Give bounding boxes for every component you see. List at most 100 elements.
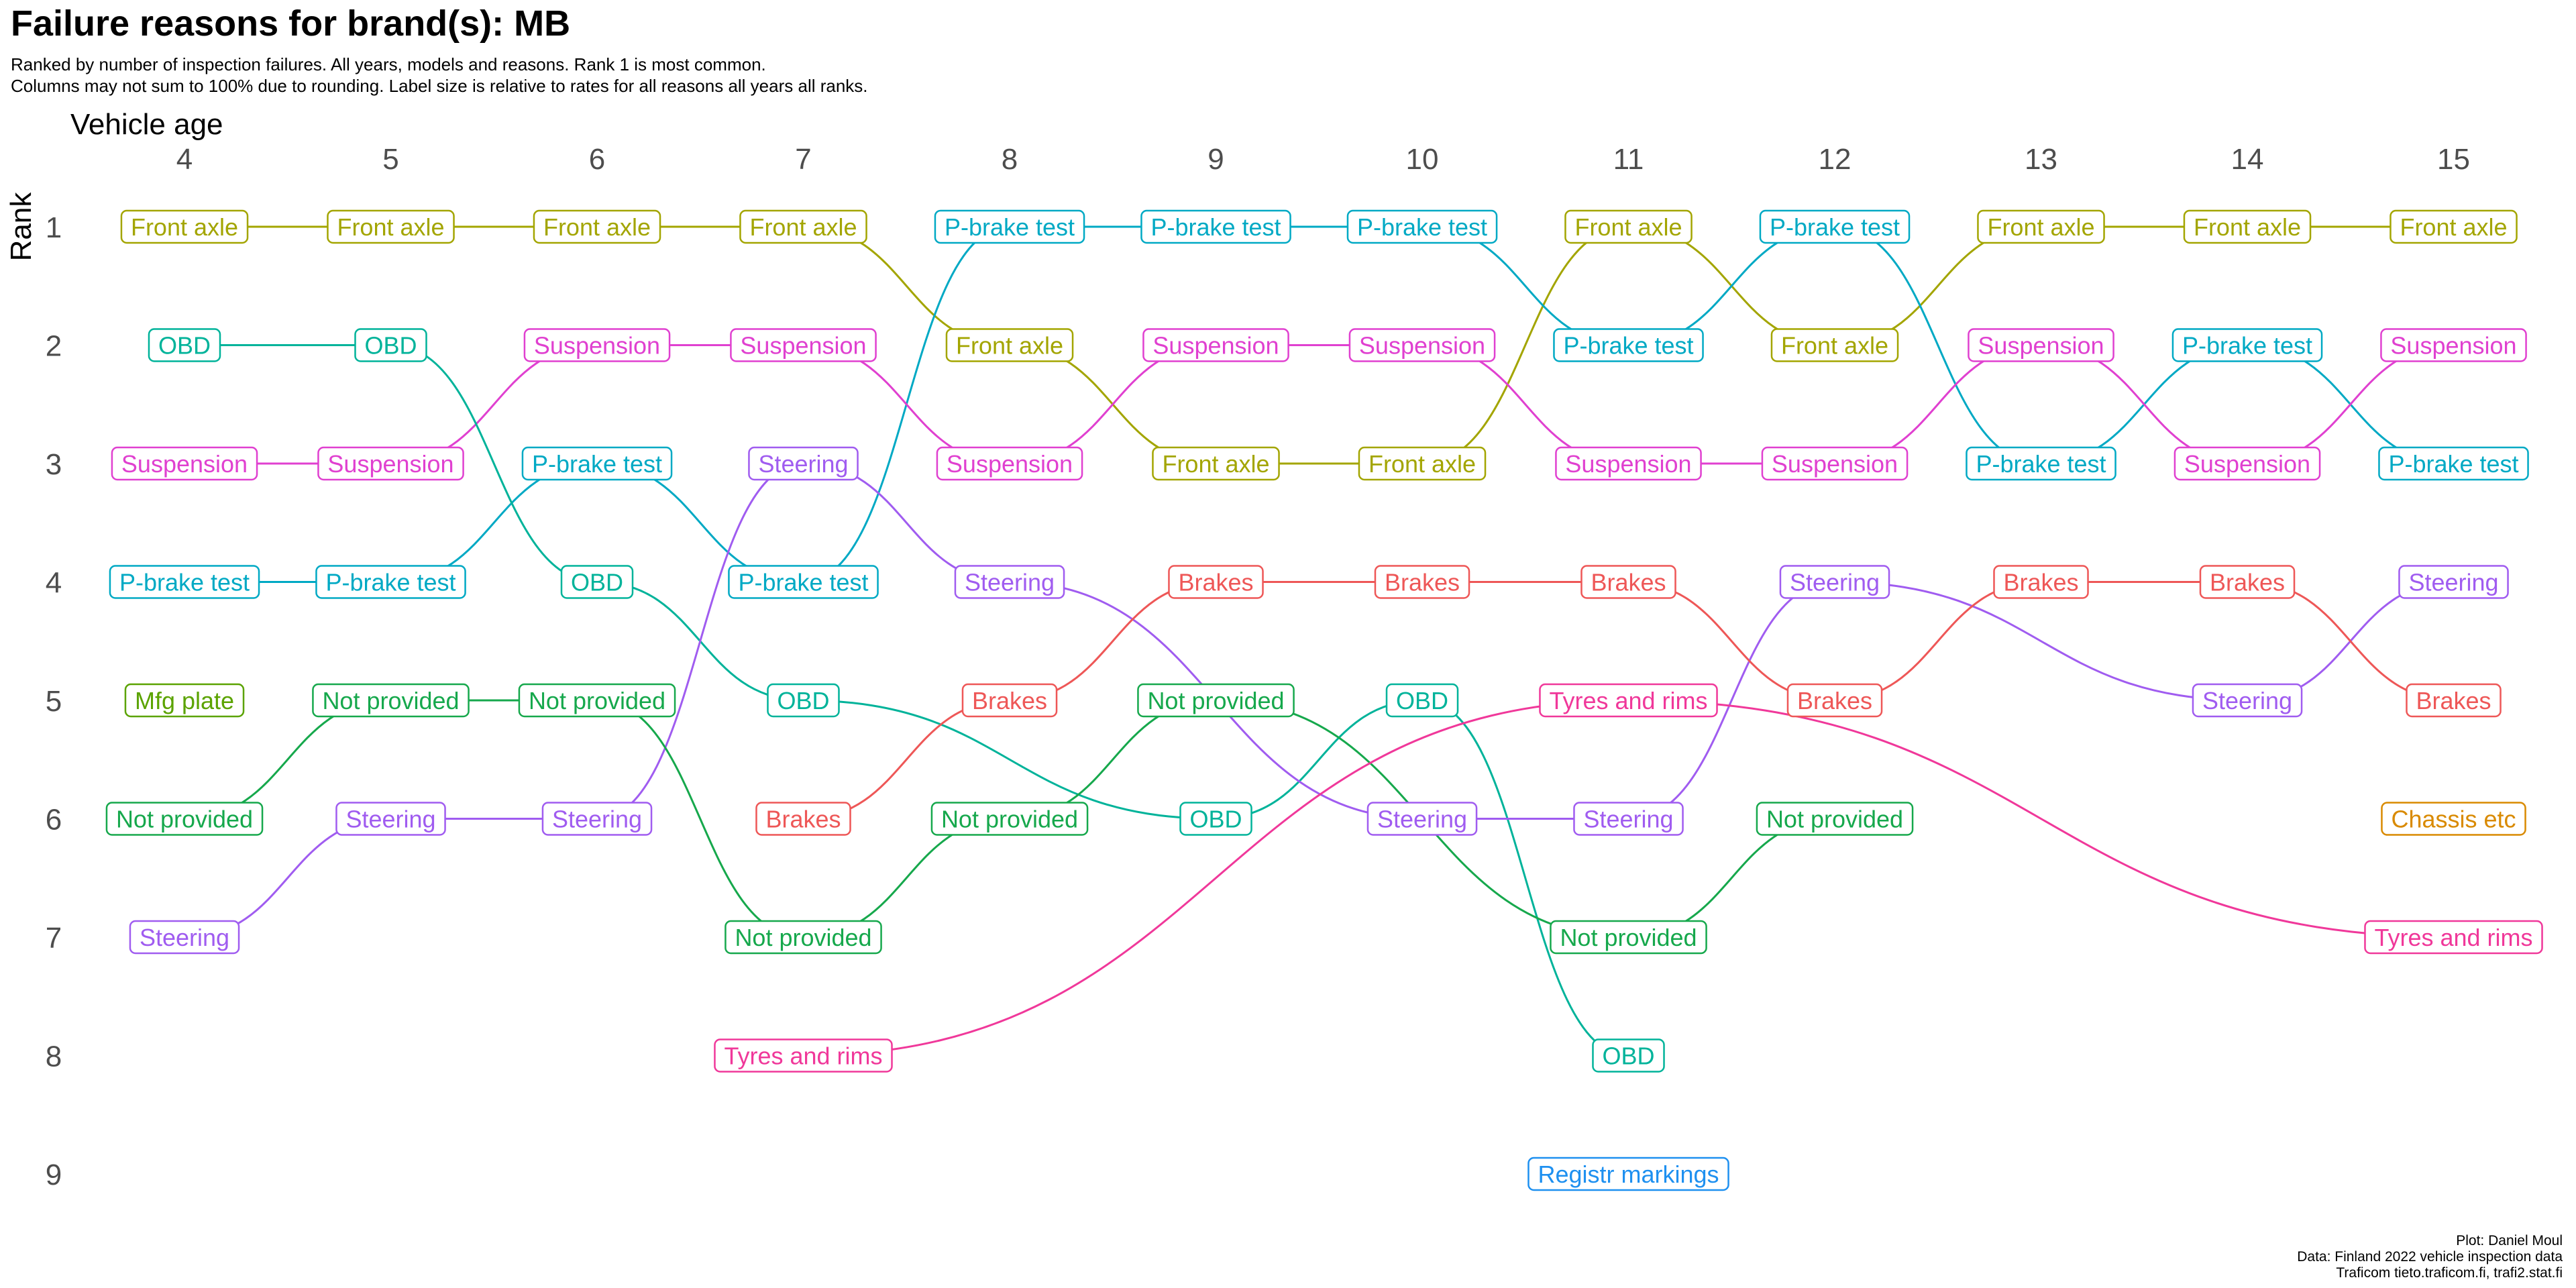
label-box [1527, 1157, 1729, 1191]
point-label: Brakes [1168, 565, 1264, 599]
point-label: Brakes [1993, 565, 2089, 599]
point-label: Steering [954, 565, 1065, 599]
label-box [1374, 565, 1470, 599]
label-box [2199, 565, 2296, 599]
label-box [2380, 328, 2527, 362]
y-tick-label: 2 [46, 330, 62, 363]
label-box [148, 328, 221, 362]
label-box [109, 565, 260, 599]
label-text: Brakes [972, 687, 1047, 714]
label-text: P-brake test [2182, 332, 2312, 360]
point-label: Tyres and rims [714, 1038, 893, 1073]
label-text: Suspension [740, 332, 866, 360]
label-text: Steering [1790, 569, 1880, 596]
point-label: Mfg plate [124, 683, 245, 718]
y-tick-label: 7 [46, 922, 62, 955]
label-text: P-brake test [532, 450, 662, 478]
label-text: OBD [1396, 687, 1448, 714]
label-text: Not provided [116, 806, 253, 833]
point-label: Front axle [1564, 209, 1693, 244]
y-tick-label: 5 [46, 685, 62, 718]
label-box [1168, 565, 1264, 599]
label-text: Suspension [2390, 332, 2516, 360]
label-box [1142, 328, 1289, 362]
label-text: Not provided [941, 806, 1078, 833]
point-label: Not provided [518, 683, 676, 718]
label-text: Suspension [534, 332, 660, 360]
label-box [714, 1038, 893, 1073]
point-label: P-brake test [109, 565, 260, 599]
label-box [317, 446, 464, 481]
point-label: Steering [2398, 565, 2509, 599]
label-text: Registr markings [1538, 1161, 1719, 1188]
point-label: OBD [767, 683, 840, 718]
label-box [2378, 446, 2529, 481]
point-label: Front axle [1977, 209, 2105, 244]
label-box [748, 446, 859, 481]
label-box [739, 209, 867, 244]
x-tick-label: 14 [2231, 143, 2264, 176]
point-label: Suspension [936, 446, 1083, 481]
y-tick-label: 8 [46, 1040, 62, 1073]
label-text: P-brake test [1770, 213, 1900, 241]
label-text: Front axle [2194, 213, 2301, 241]
point-label: P-brake test [1140, 209, 1291, 244]
label-box [930, 802, 1089, 836]
point-label: P-brake test [1553, 328, 1704, 362]
point-label: Brakes [2406, 683, 2502, 718]
point-label: Suspension [1968, 328, 2114, 362]
point-label: P-brake test [934, 209, 1085, 244]
label-text: Suspension [1359, 332, 1485, 360]
label-box [1179, 802, 1252, 836]
label-box [1358, 446, 1487, 481]
label-text: Brakes [1797, 687, 1872, 714]
x-tick-label: 13 [2025, 143, 2057, 176]
label-text: Suspension [947, 450, 1073, 478]
point-label: Suspension [317, 446, 464, 481]
label-text: P-brake test [119, 569, 250, 596]
point-label: Suspension [1142, 328, 1289, 362]
label-text: Suspension [1152, 332, 1279, 360]
point-label: Steering [2192, 683, 2303, 718]
label-text: OBD [571, 569, 623, 596]
label-text: Brakes [1385, 569, 1460, 596]
x-tick-label: 11 [1613, 143, 1644, 176]
y-axis-title: Rank [5, 192, 38, 262]
point-label: Suspension [1761, 446, 1909, 481]
point-label: Steering [129, 920, 240, 955]
label-box [327, 209, 455, 244]
x-tick-label: 5 [382, 143, 398, 176]
point-label: P-brake test [2171, 328, 2323, 362]
x-tick-label: 7 [795, 143, 811, 176]
label-box [1140, 209, 1291, 244]
x-tick-label: 15 [2437, 143, 2470, 176]
label-text: Steering [758, 450, 848, 478]
point-label: Not provided [724, 920, 882, 955]
label-text: Brakes [2003, 569, 2078, 596]
label-text: Suspension [1978, 332, 2104, 360]
label-text: P-brake test [738, 569, 868, 596]
label-box [945, 328, 1074, 362]
label-text: Brakes [765, 806, 841, 833]
point-label: Steering [748, 446, 859, 481]
label-text: Mfg plate [135, 687, 234, 714]
label-text: Brakes [2210, 569, 2285, 596]
point-label: Front axle [120, 209, 249, 244]
chart-caption: Plot: Daniel Moul Data: Finland 2022 veh… [2297, 1233, 2563, 1281]
label-text: Not provided [1147, 687, 1284, 714]
subtitle-line-2: Columns may not sum to 100% due to round… [11, 76, 868, 96]
point-label: Not provided [312, 683, 470, 718]
subtitle-line-1: Ranked by number of inspection failures.… [11, 54, 766, 74]
label-text: Steering [2408, 569, 2498, 596]
point-label: Front axle [2390, 209, 2518, 244]
point-label: Front axle [2183, 209, 2312, 244]
label-text: P-brake test [1563, 332, 1693, 360]
point-label: OBD [1385, 683, 1459, 718]
label-box [1759, 209, 1911, 244]
point-label: Brakes [961, 683, 1058, 718]
point-label: Chassis etc [2381, 802, 2526, 836]
label-box [533, 209, 661, 244]
label-text: Front axle [2400, 213, 2507, 241]
label-box [315, 565, 466, 599]
label-box [312, 683, 470, 718]
